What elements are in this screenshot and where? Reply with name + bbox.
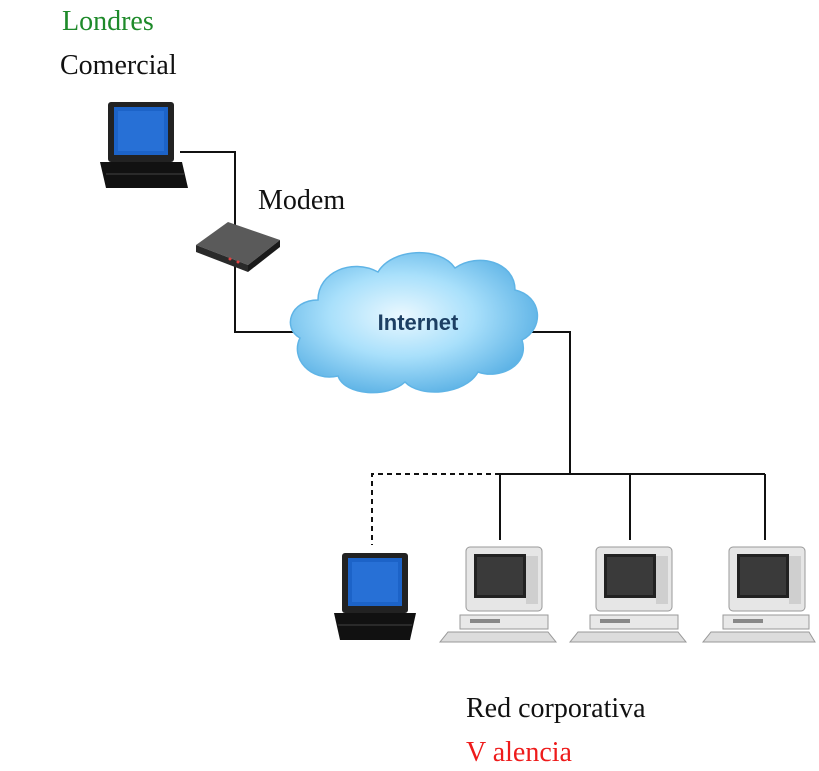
link-remote-laptop-dashed bbox=[371, 473, 500, 545]
laptop-icon bbox=[334, 553, 416, 640]
city-label-valencia: V alencia bbox=[466, 737, 572, 768]
modem-label: Modem bbox=[258, 185, 346, 216]
desktop-computer-icon bbox=[438, 546, 558, 643]
role-label: Comercial bbox=[60, 50, 177, 81]
link-laptop-modem bbox=[180, 151, 236, 228]
internet-label: Internet bbox=[378, 310, 459, 335]
laptop-icon bbox=[100, 102, 188, 188]
desktop-computer-icon bbox=[568, 546, 688, 643]
modem-icon bbox=[196, 222, 280, 272]
internet-cloud-icon: Internet bbox=[289, 251, 538, 394]
city-label-londres: Londres bbox=[62, 6, 154, 37]
link-internet-lan bbox=[525, 331, 571, 474]
corporate-network-label: Red corporativa bbox=[466, 693, 646, 724]
link-modem-internet bbox=[234, 262, 298, 333]
desktop-computer-icon bbox=[701, 546, 816, 643]
